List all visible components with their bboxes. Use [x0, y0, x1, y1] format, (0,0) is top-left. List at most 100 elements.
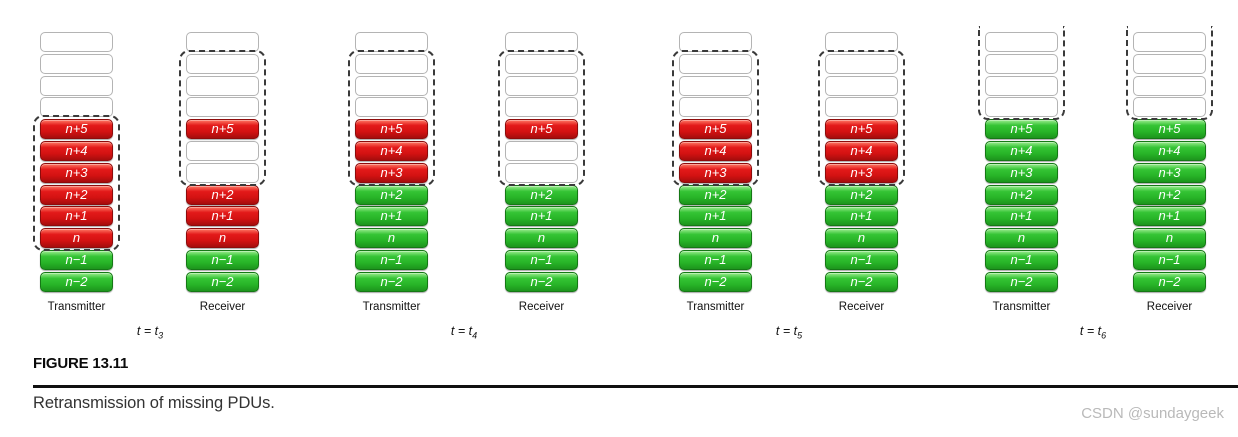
- pdu-slot-n+1: n+1: [985, 206, 1058, 227]
- role-label-transmitter: Transmitter: [992, 301, 1051, 313]
- pdu-slot-n−2: n−2: [679, 271, 752, 292]
- sliding-window-outline: [1126, 26, 1213, 121]
- figure-label: FIGURE 13.11: [33, 355, 129, 372]
- pdu-slot-n+4: n+4: [355, 141, 428, 161]
- pdu-slot-empty: [505, 162, 578, 183]
- pdu-slot-n−2: n−2: [505, 271, 578, 292]
- pdu-slot-n+1: n+1: [505, 206, 578, 227]
- sliding-window-outline: [33, 115, 120, 252]
- pdu-slot-empty: [505, 75, 578, 96]
- pdu-slot-n+4: n+4: [40, 141, 113, 161]
- pdu-slot-n−1: n−1: [505, 250, 578, 270]
- pdu-slot-n+3: n+3: [825, 162, 898, 183]
- time-label-t3: t = t3: [136, 324, 164, 341]
- pdu-slot-n+5: n+5: [355, 119, 428, 140]
- pdu-slot-empty: [985, 75, 1058, 96]
- pdu-slot-n+1: n+1: [1133, 206, 1206, 227]
- sliding-window-outline: [498, 49, 585, 186]
- pdu-slot-n−2: n−2: [355, 271, 428, 292]
- pdu-slot-n: n: [186, 228, 259, 249]
- pdu-slot-n: n: [355, 228, 428, 249]
- pdu-slot-n+1: n+1: [679, 206, 752, 227]
- pdu-slot-empty: [985, 32, 1058, 52]
- pdu-slot-n+5: n+5: [1133, 119, 1206, 140]
- pdu-slot-empty: [186, 97, 259, 118]
- sliding-window-outline: [348, 49, 435, 186]
- pdu-slot-n: n: [679, 228, 752, 249]
- pdu-slot-empty: [186, 162, 259, 183]
- role-label-transmitter: Transmitter: [47, 301, 106, 313]
- sliding-window-outline: [818, 49, 905, 186]
- pdu-slot-n−1: n−1: [1133, 250, 1206, 270]
- pdu-slot-n+1: n+1: [40, 206, 113, 227]
- pdu-slot-n−2: n−2: [186, 271, 259, 292]
- pdu-slot-n: n: [505, 228, 578, 249]
- pdu-slot-empty: [505, 141, 578, 161]
- pdu-slot-n+4: n+4: [825, 141, 898, 161]
- pdu-slot-empty: [1133, 75, 1206, 96]
- pdu-slot-n+2: n+2: [825, 184, 898, 205]
- pdu-slot-n: n: [1133, 228, 1206, 249]
- role-label-receiver: Receiver: [199, 301, 246, 313]
- pdu-slot-empty: [1133, 53, 1206, 74]
- pdu-slot-n+3: n+3: [40, 162, 113, 183]
- watermark-text: CSDN @sundaygeek: [1081, 405, 1224, 422]
- pdu-slot-n−2: n−2: [825, 271, 898, 292]
- pdu-slot-n+1: n+1: [825, 206, 898, 227]
- pdu-slot-n−1: n−1: [985, 250, 1058, 270]
- pdu-slot-empty: [825, 75, 898, 96]
- pdu-slot-n−2: n−2: [1133, 271, 1206, 292]
- pdu-slot-empty: [355, 75, 428, 96]
- pdu-slot-empty: [679, 97, 752, 118]
- role-label-receiver: Receiver: [1146, 301, 1193, 313]
- pdu-slot-n+5: n+5: [825, 119, 898, 140]
- figure-rule: [33, 385, 1238, 388]
- pdu-slot-n−1: n−1: [40, 250, 113, 270]
- pdu-slot-n+1: n+1: [355, 206, 428, 227]
- pdu-slot-n+2: n+2: [186, 184, 259, 205]
- pdu-slot-n+2: n+2: [1133, 184, 1206, 205]
- pdu-slot-empty: [505, 53, 578, 74]
- role-label-receiver: Receiver: [838, 301, 885, 313]
- pdu-slot-n+3: n+3: [355, 162, 428, 183]
- sliding-window-outline: [978, 26, 1065, 121]
- time-label-t4: t = t4: [450, 324, 478, 341]
- time-label-t6: t = t6: [1079, 324, 1107, 341]
- sliding-window-outline: [672, 49, 759, 186]
- pdu-slot-empty: [186, 75, 259, 96]
- pdu-slot-n+3: n+3: [985, 162, 1058, 183]
- pdu-slot-n−1: n−1: [186, 250, 259, 270]
- pdu-slot-n+4: n+4: [679, 141, 752, 161]
- pdu-slot-empty: [679, 53, 752, 74]
- pdu-slot-n: n: [40, 228, 113, 249]
- pdu-slot-empty: [985, 97, 1058, 118]
- pdu-slot-n+3: n+3: [1133, 162, 1206, 183]
- pdu-slot-n: n: [825, 228, 898, 249]
- pdu-slot-n+4: n+4: [1133, 141, 1206, 161]
- pdu-slot-empty: [355, 53, 428, 74]
- pdu-slot-n+2: n+2: [505, 184, 578, 205]
- time-label-t5: t = t5: [775, 324, 803, 341]
- pdu-slot-empty: [985, 53, 1058, 74]
- pdu-slot-n+5: n+5: [985, 119, 1058, 140]
- pdu-slot-empty: [1133, 97, 1206, 118]
- pdu-slot-n−2: n−2: [40, 271, 113, 292]
- pdu-slot-n+2: n+2: [355, 184, 428, 205]
- pdu-slot-n+4: n+4: [985, 141, 1058, 161]
- pdu-slot-n+5: n+5: [40, 119, 113, 140]
- pdu-slot-n+3: n+3: [679, 162, 752, 183]
- pdu-slot-empty: [40, 32, 113, 52]
- pdu-slot-n+2: n+2: [679, 184, 752, 205]
- pdu-slot-empty: [825, 53, 898, 74]
- pdu-slot-n+5: n+5: [186, 119, 259, 140]
- pdu-slot-empty: [40, 75, 113, 96]
- pdu-slot-n+5: n+5: [505, 119, 578, 140]
- pdu-slot-empty: [505, 97, 578, 118]
- pdu-slot-empty: [355, 97, 428, 118]
- pdu-slot-n+2: n+2: [985, 184, 1058, 205]
- pdu-slot-n−2: n−2: [985, 271, 1058, 292]
- pdu-slot-empty: [186, 53, 259, 74]
- role-label-transmitter: Transmitter: [686, 301, 745, 313]
